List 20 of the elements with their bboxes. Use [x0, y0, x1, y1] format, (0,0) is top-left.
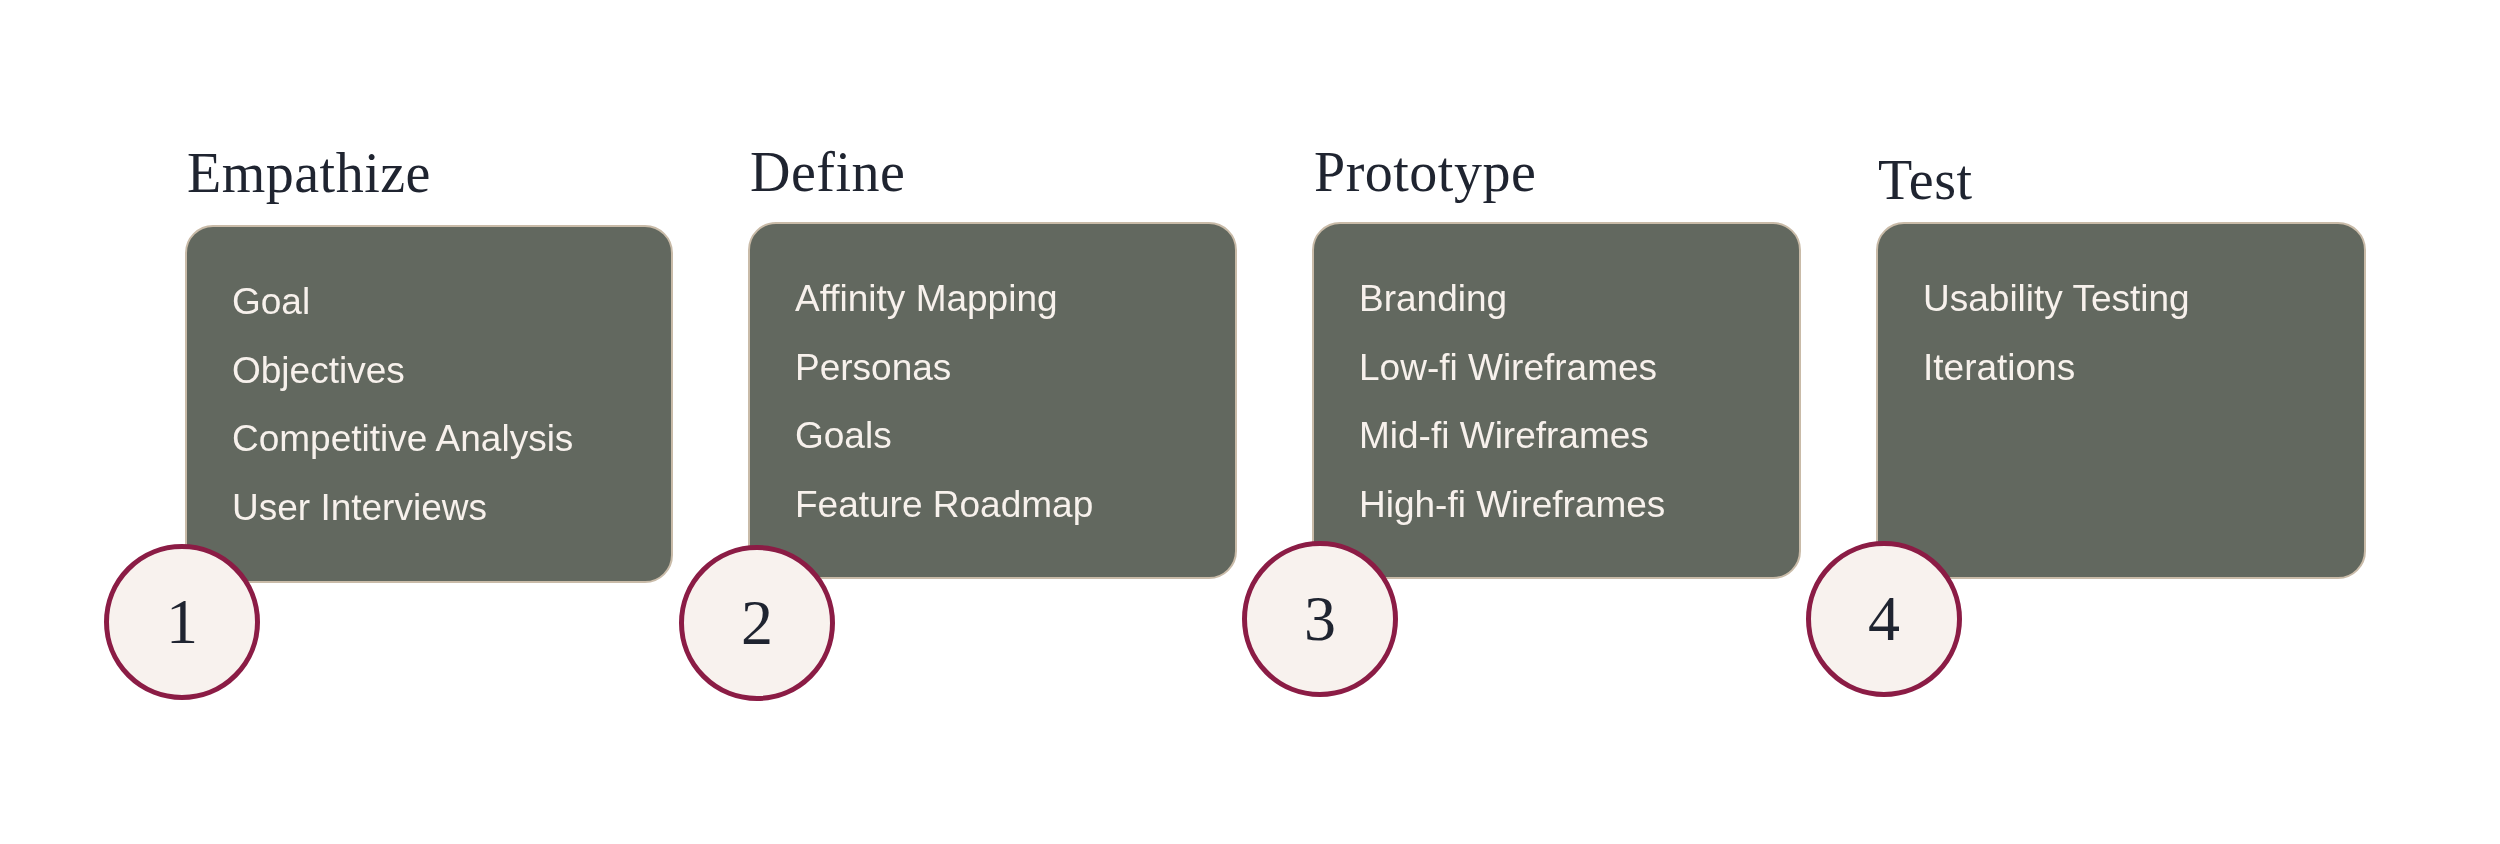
list-item: Feature Roadmap: [795, 483, 1094, 527]
stage-heading: Test: [1878, 152, 1973, 208]
step-number: 4: [1806, 541, 1962, 697]
list-item: Iterations: [1923, 346, 2076, 390]
list-item: Personas: [795, 346, 952, 390]
step-number: 2: [679, 545, 835, 701]
list-item: User Interviews: [232, 486, 487, 530]
list-item: Objectives: [232, 349, 405, 393]
stage-heading: Define: [750, 144, 906, 200]
list-item: Mid-fi Wireframes: [1359, 415, 1649, 458]
list-item: Affinity Mapping: [795, 278, 1058, 321]
list-item: Goal: [232, 281, 311, 324]
list-item: Branding: [1359, 278, 1508, 321]
list-item: Low-fi Wireframes: [1359, 346, 1658, 390]
list-item: Competitive Analysis: [232, 418, 574, 461]
list-item: High-fi Wireframes: [1359, 483, 1666, 527]
list-item: Goals: [795, 415, 892, 458]
step-number: 3: [1242, 541, 1398, 697]
list-item: Usability Testing: [1923, 278, 2190, 321]
step-number: 1: [104, 544, 260, 700]
